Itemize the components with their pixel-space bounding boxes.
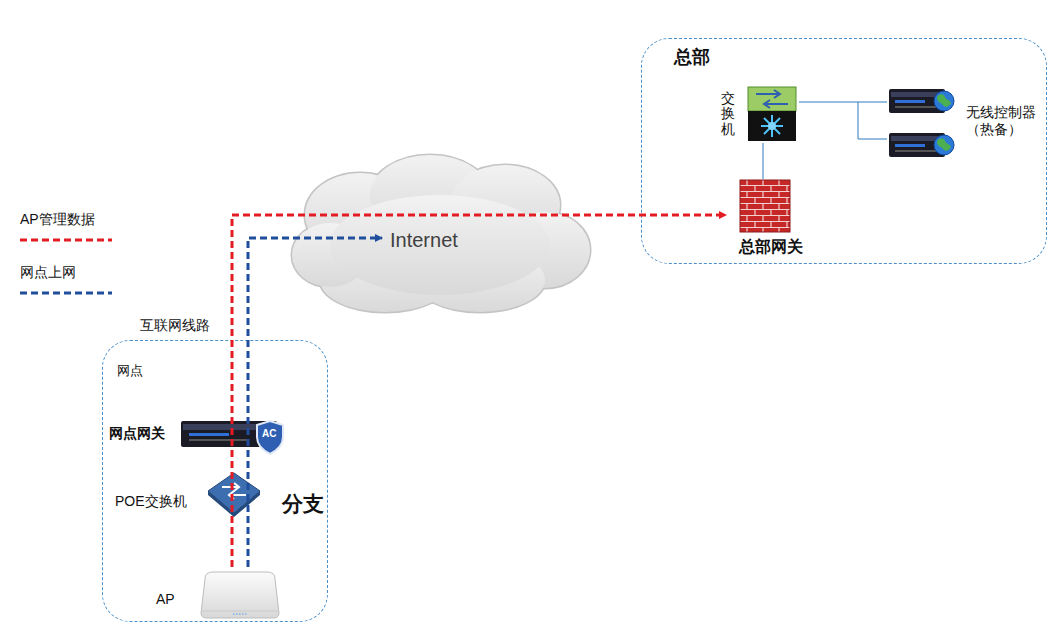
branch-region: 网点网点网关 AC POE交换机 AP	[102, 340, 328, 622]
node-label: 无线控制器（热备）	[966, 104, 1040, 138]
legend-text: 网点上网	[20, 264, 76, 281]
hq-gateway: 总部网关	[729, 179, 829, 263]
branch-gateway: 网点网关 AC	[107, 415, 289, 459]
node-label: 总部	[674, 47, 710, 69]
node-label: POE交换机	[115, 493, 187, 510]
wireless-controller-icon	[889, 85, 955, 123]
hq-gateway-icon	[739, 179, 791, 237]
node-label: 网点网关	[109, 425, 165, 442]
line-label: 互联网线路	[140, 317, 210, 334]
connector	[232, 215, 726, 567]
connector	[799, 102, 887, 139]
node-label: Internet	[390, 228, 458, 252]
core-switch: 交换机	[719, 85, 799, 143]
poe-switch-icon	[206, 471, 262, 521]
node-label: 交换机	[721, 91, 735, 137]
wireless-controller: 无线控制器（热备）	[887, 83, 1043, 161]
legend-line-sample	[18, 289, 114, 297]
hq-region: 总部交换机 无线控制器（热备） 总部网关	[641, 38, 1047, 264]
node-badge: AC	[262, 428, 276, 440]
access-point-icon	[197, 569, 283, 625]
connector	[248, 238, 382, 567]
node-label: AP	[156, 591, 175, 608]
poe-switch: POE交换机	[111, 471, 265, 519]
branch-label: 分支	[282, 491, 324, 516]
legend-line-sample	[18, 236, 114, 244]
node-label: 总部网关	[739, 237, 803, 256]
wireless-controller-icon	[889, 129, 955, 167]
connector	[763, 143, 764, 179]
legend-text: AP管理数据	[20, 211, 95, 228]
core-switch-icon	[746, 85, 798, 147]
node-label: 网点	[117, 363, 143, 379]
internet: Internet	[385, 226, 485, 256]
access-point: AP	[151, 567, 283, 621]
